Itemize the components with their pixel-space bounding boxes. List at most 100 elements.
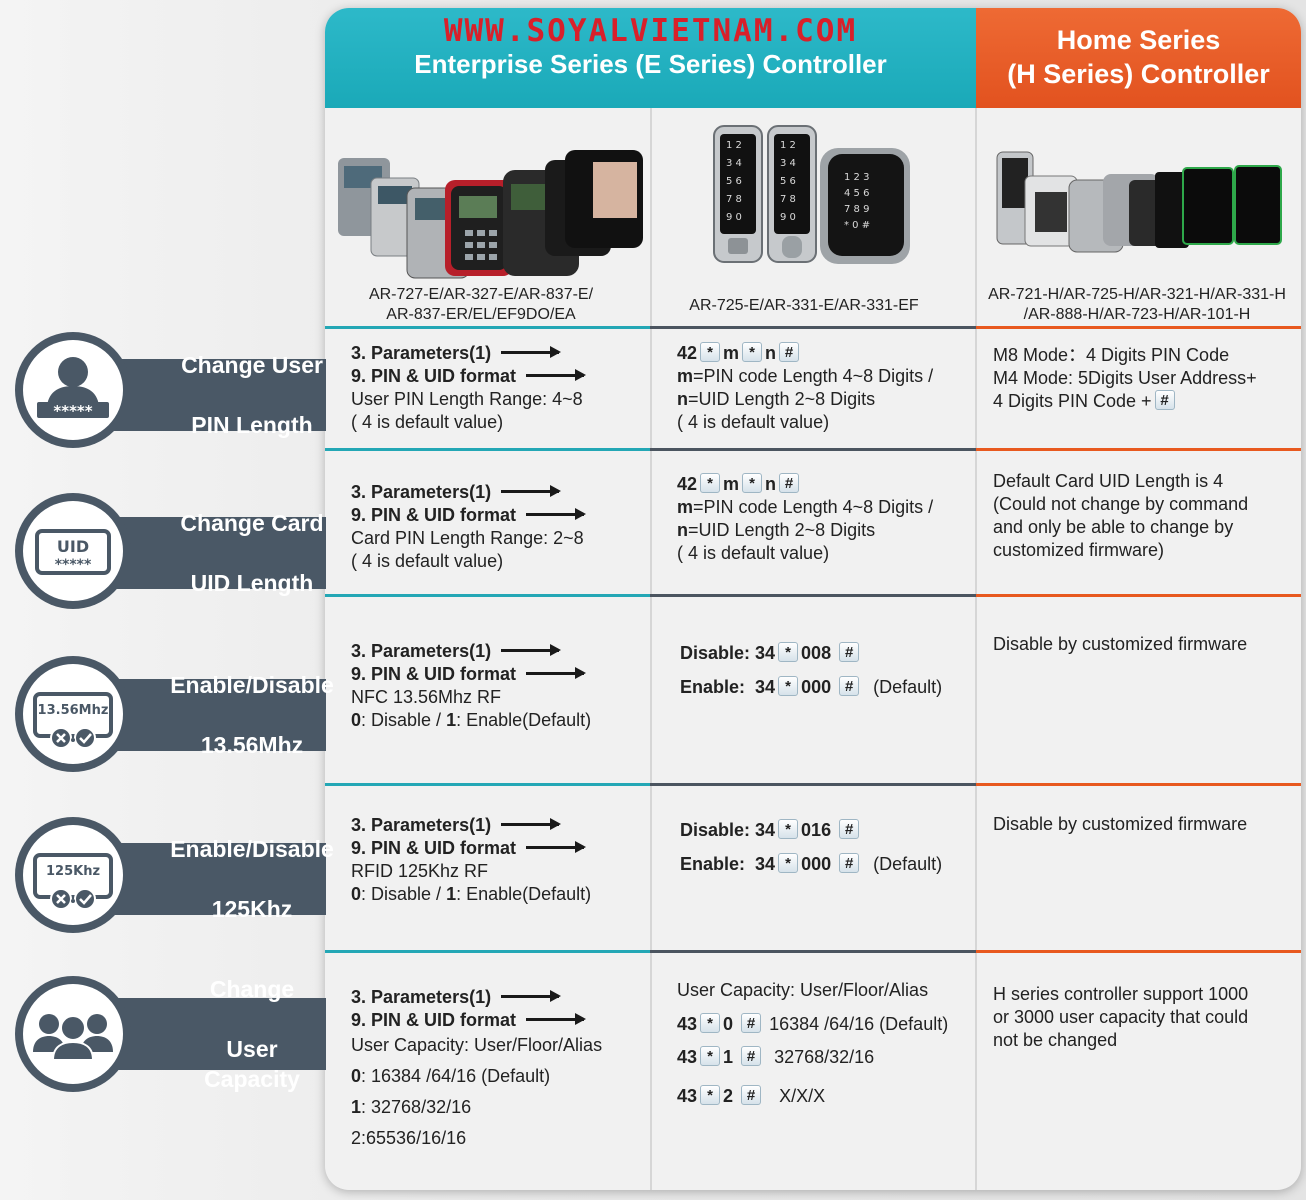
feature-label-line2: PIN Length <box>191 412 313 438</box>
row-separator <box>650 594 976 597</box>
uid-note-text: customized firmware) <box>993 540 1165 560</box>
svg-text:3 4: 3 4 <box>726 158 742 169</box>
command-code: 43 <box>677 1047 698 1067</box>
hash-key-icon: # <box>839 853 860 874</box>
hash-key-icon: # <box>741 1013 762 1034</box>
disable-command: Disable: 34 <box>680 820 776 840</box>
pin-length-range: User PIN Length Range: 4~8 <box>351 389 583 409</box>
row2-e-series-cell: 3. Parameters(1) 9. PIN & UID format Car… <box>351 481 646 573</box>
enable-command-code: 34 <box>755 854 776 874</box>
m8-mode-text: M8 Mode：4 Digits PIN Code <box>993 345 1230 365</box>
row-separator <box>325 783 650 786</box>
param-n-label: n <box>677 520 688 540</box>
row4-e-keypad-cell: Disable: 34*016 # Enable: 34*000 # (Defa… <box>680 813 975 881</box>
default-value-note: ( 4 is default value) <box>677 543 830 563</box>
arrow-right-icon <box>526 507 587 520</box>
row3-e-series-cell: 3. Parameters(1) 9. PIN & UID format NFC… <box>351 640 646 732</box>
default-value-note: ( 4 is default value) <box>677 412 830 432</box>
svg-text:13.56Mhz: 13.56Mhz <box>38 703 109 718</box>
h-capacity-note: or 3000 user capacity that could <box>993 1007 1249 1027</box>
arrow-right-icon <box>501 345 562 358</box>
disable-command: Disable: 34 <box>680 643 776 663</box>
option-0: 0 <box>351 710 362 730</box>
home-series-title-line1: Home Series <box>1056 25 1221 55</box>
e-series-keypad-readers-image: 1 23 45 67 89 0 1 23 45 67 89 0 1 2 34 5… <box>713 125 910 264</box>
m4-mode-text: M4 Mode: 5Digits User Address+ <box>993 368 1257 388</box>
svg-text:4 5 6: 4 5 6 <box>844 188 869 199</box>
row-separator <box>325 950 650 953</box>
svg-text:* 0 #: * 0 # <box>844 220 870 231</box>
star-key-icon: * <box>742 342 763 363</box>
pin-uid-menu-text: 9. PIN & UID format <box>351 366 517 386</box>
row-separator <box>650 783 976 786</box>
svg-text:1 2: 1 2 <box>780 140 796 151</box>
capacity-value: 32768/32/16 <box>774 1047 875 1067</box>
param-menu-text: 3. Parameters(1) <box>351 482 492 502</box>
row4-h-series-cell: Disable by customized firmware <box>993 813 1293 836</box>
star-key-icon: * <box>700 473 721 494</box>
e-series-devices-image <box>338 150 643 279</box>
feature-label-line1: Change Card <box>180 510 324 536</box>
e-series-models-col1: AR-727-E/AR-327-E/AR-837-E/ AR-837-ER/EL… <box>331 285 631 325</box>
svg-text:7 8 9: 7 8 9 <box>844 204 869 215</box>
model-text: AR-727-E/AR-327-E/AR-837-E/ <box>368 286 594 303</box>
command-code: 42 <box>677 343 698 363</box>
svg-text:9 0: 9 0 <box>726 212 742 223</box>
column-divider <box>650 108 652 1190</box>
uid-note-text: and only be able to change by <box>993 517 1234 537</box>
option-desc: : 16384 /64/16 (Default) <box>361 1066 551 1086</box>
option-1: 1 <box>446 884 457 904</box>
arrow-right-icon <box>501 484 562 497</box>
m4-mode-text-cont: 4 Digits PIN Code + <box>993 391 1152 411</box>
arrow-right-icon <box>501 989 562 1002</box>
h-series-models: AR-721-H/AR-725-H/AR-321-H/AR-331-H /AR-… <box>977 285 1297 325</box>
star-key-icon: * <box>700 1085 721 1106</box>
row5-e-keypad-cell: User Capacity: User/Floor/Alias 43*0 # 1… <box>677 979 977 1108</box>
website-url[interactable]: WWW.SOYALVIETNAM.COM <box>443 13 858 49</box>
rfid-toggle-icon: 125Khz <box>15 817 131 933</box>
model-text: /AR-888-H/AR-723-H/AR-101-H <box>1023 306 1251 323</box>
row3-h-series-cell: Disable by customized firmware <box>993 633 1293 656</box>
svg-text:1 2 3: 1 2 3 <box>844 172 869 183</box>
capacity-option: 0 <box>723 1014 734 1034</box>
command-code: 43 <box>677 1086 698 1106</box>
row-separator <box>325 594 650 597</box>
star-key-icon: * <box>778 853 799 874</box>
row2-e-keypad-cell: 42*m*n# m=PIN code Length 4~8 Digits / n… <box>677 473 972 565</box>
param-m-desc: =PIN code Length 4~8 Digits / <box>693 497 934 517</box>
card-uid-icon: UID ***** <box>15 493 131 609</box>
svg-text:5 6: 5 6 <box>726 176 742 187</box>
option-desc: : Disable / <box>361 710 447 730</box>
svg-text:3 4: 3 4 <box>780 158 796 169</box>
column-divider <box>975 108 977 1190</box>
svg-text:9 0: 9 0 <box>780 212 796 223</box>
row-separator <box>976 448 1301 451</box>
default-value-note: ( 4 is default value) <box>351 551 504 571</box>
svg-text:UID: UID <box>57 537 89 556</box>
param-menu-text: 3. Parameters(1) <box>351 815 492 835</box>
svg-text:7 8: 7 8 <box>780 194 796 205</box>
param-n-label: n <box>677 389 688 409</box>
row1-e-series-cell: 3. Parameters(1) 9. PIN & UID format Use… <box>351 342 646 434</box>
model-text: AR-725-E/AR-331-E/AR-331-EF <box>689 297 919 314</box>
row3-e-keypad-cell: Disable: 34*008 # Enable: 34*000 # (Defa… <box>680 636 975 704</box>
pin-uid-menu-text: 9. PIN & UID format <box>351 1010 517 1030</box>
pin-uid-menu-text: 9. PIN & UID format <box>351 505 517 525</box>
hash-key-icon: # <box>779 342 800 363</box>
star-key-icon: * <box>700 1013 721 1034</box>
feature-label-line2: User Capacity <box>204 1036 300 1092</box>
param-menu-text: 3. Parameters(1) <box>351 641 492 661</box>
model-text: AR-837-ER/EL/EF9DO/EA <box>386 306 576 323</box>
option-desc: : Enable(Default) <box>456 710 592 730</box>
star-key-icon: * <box>742 473 763 494</box>
feature-label-line2: 13.56Mhz <box>200 732 304 758</box>
command-param-m: m <box>723 474 740 494</box>
feature-label-line1: Enable/Disable <box>170 672 334 698</box>
arrow-right-icon <box>526 1012 587 1025</box>
option-desc: : 32768/32/16 <box>361 1097 472 1117</box>
enable-code: 000 <box>801 677 832 697</box>
user-pin-icon: ***** <box>15 332 131 448</box>
svg-text:5 6: 5 6 <box>780 176 796 187</box>
svg-text:1 2: 1 2 <box>726 140 742 151</box>
hash-key-icon: # <box>741 1085 762 1106</box>
